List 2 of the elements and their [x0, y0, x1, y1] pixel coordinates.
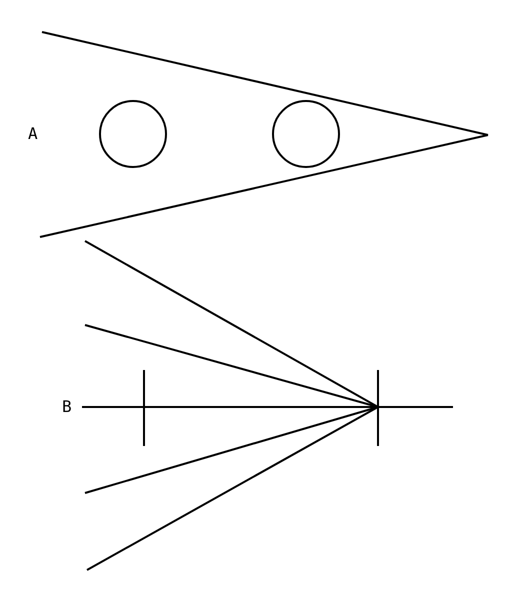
panel-label: B: [62, 398, 72, 416]
panel-label: A: [28, 125, 38, 143]
